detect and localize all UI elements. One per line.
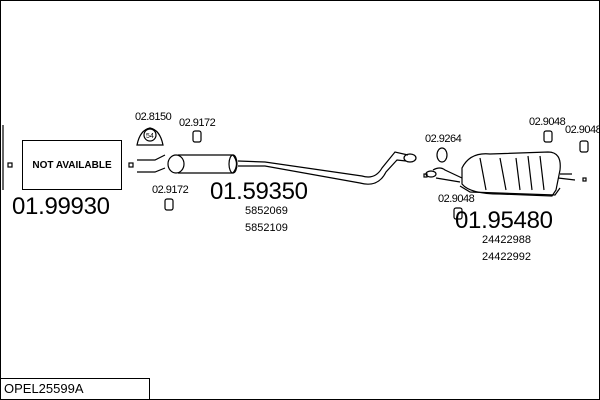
accessory-code[interactable]: 02.9172 bbox=[179, 117, 216, 129]
connector-marker bbox=[7, 162, 13, 168]
part-number-rear[interactable]: 01.95480 bbox=[455, 207, 553, 234]
rubber-mount-icon bbox=[579, 140, 589, 153]
oe-number: 24422992 bbox=[482, 251, 531, 263]
svg-text:54: 54 bbox=[146, 133, 154, 140]
connector-marker bbox=[128, 162, 134, 168]
not-available-label: NOT AVAILABLE bbox=[32, 159, 112, 171]
rubber-mount-icon bbox=[543, 130, 553, 143]
oe-number: 24422988 bbox=[482, 234, 531, 246]
oe-number: 5852069 bbox=[245, 205, 288, 217]
oe-number: 5852109 bbox=[245, 222, 288, 234]
vehicle-reference: OPEL25599A bbox=[0, 378, 150, 400]
part-number-middle[interactable]: 01.59350 bbox=[210, 178, 308, 205]
accessory-code[interactable]: 02.8150 bbox=[135, 111, 172, 123]
accessory-code[interactable]: 02.9172 bbox=[152, 184, 189, 196]
accessory-code[interactable]: 02.9264 bbox=[425, 133, 462, 145]
not-available-box: NOT AVAILABLE bbox=[22, 140, 122, 190]
accessory-code[interactable]: 02.9048 bbox=[529, 116, 566, 128]
rear-silencer bbox=[425, 151, 576, 197]
middle-silencer bbox=[137, 151, 417, 185]
gasket-ring-icon bbox=[436, 147, 448, 163]
part-number-front[interactable]: 01.99930 bbox=[12, 193, 110, 220]
clamp-54-icon: 54 bbox=[136, 127, 164, 146]
rubber-mount-icon bbox=[192, 130, 202, 143]
rubber-mount-icon bbox=[164, 198, 174, 211]
rubber-mount-icon bbox=[453, 207, 463, 220]
accessory-code[interactable]: 02.9048 bbox=[565, 124, 600, 136]
connector-marker bbox=[582, 177, 587, 182]
accessory-code[interactable]: 02.9048 bbox=[438, 193, 475, 205]
